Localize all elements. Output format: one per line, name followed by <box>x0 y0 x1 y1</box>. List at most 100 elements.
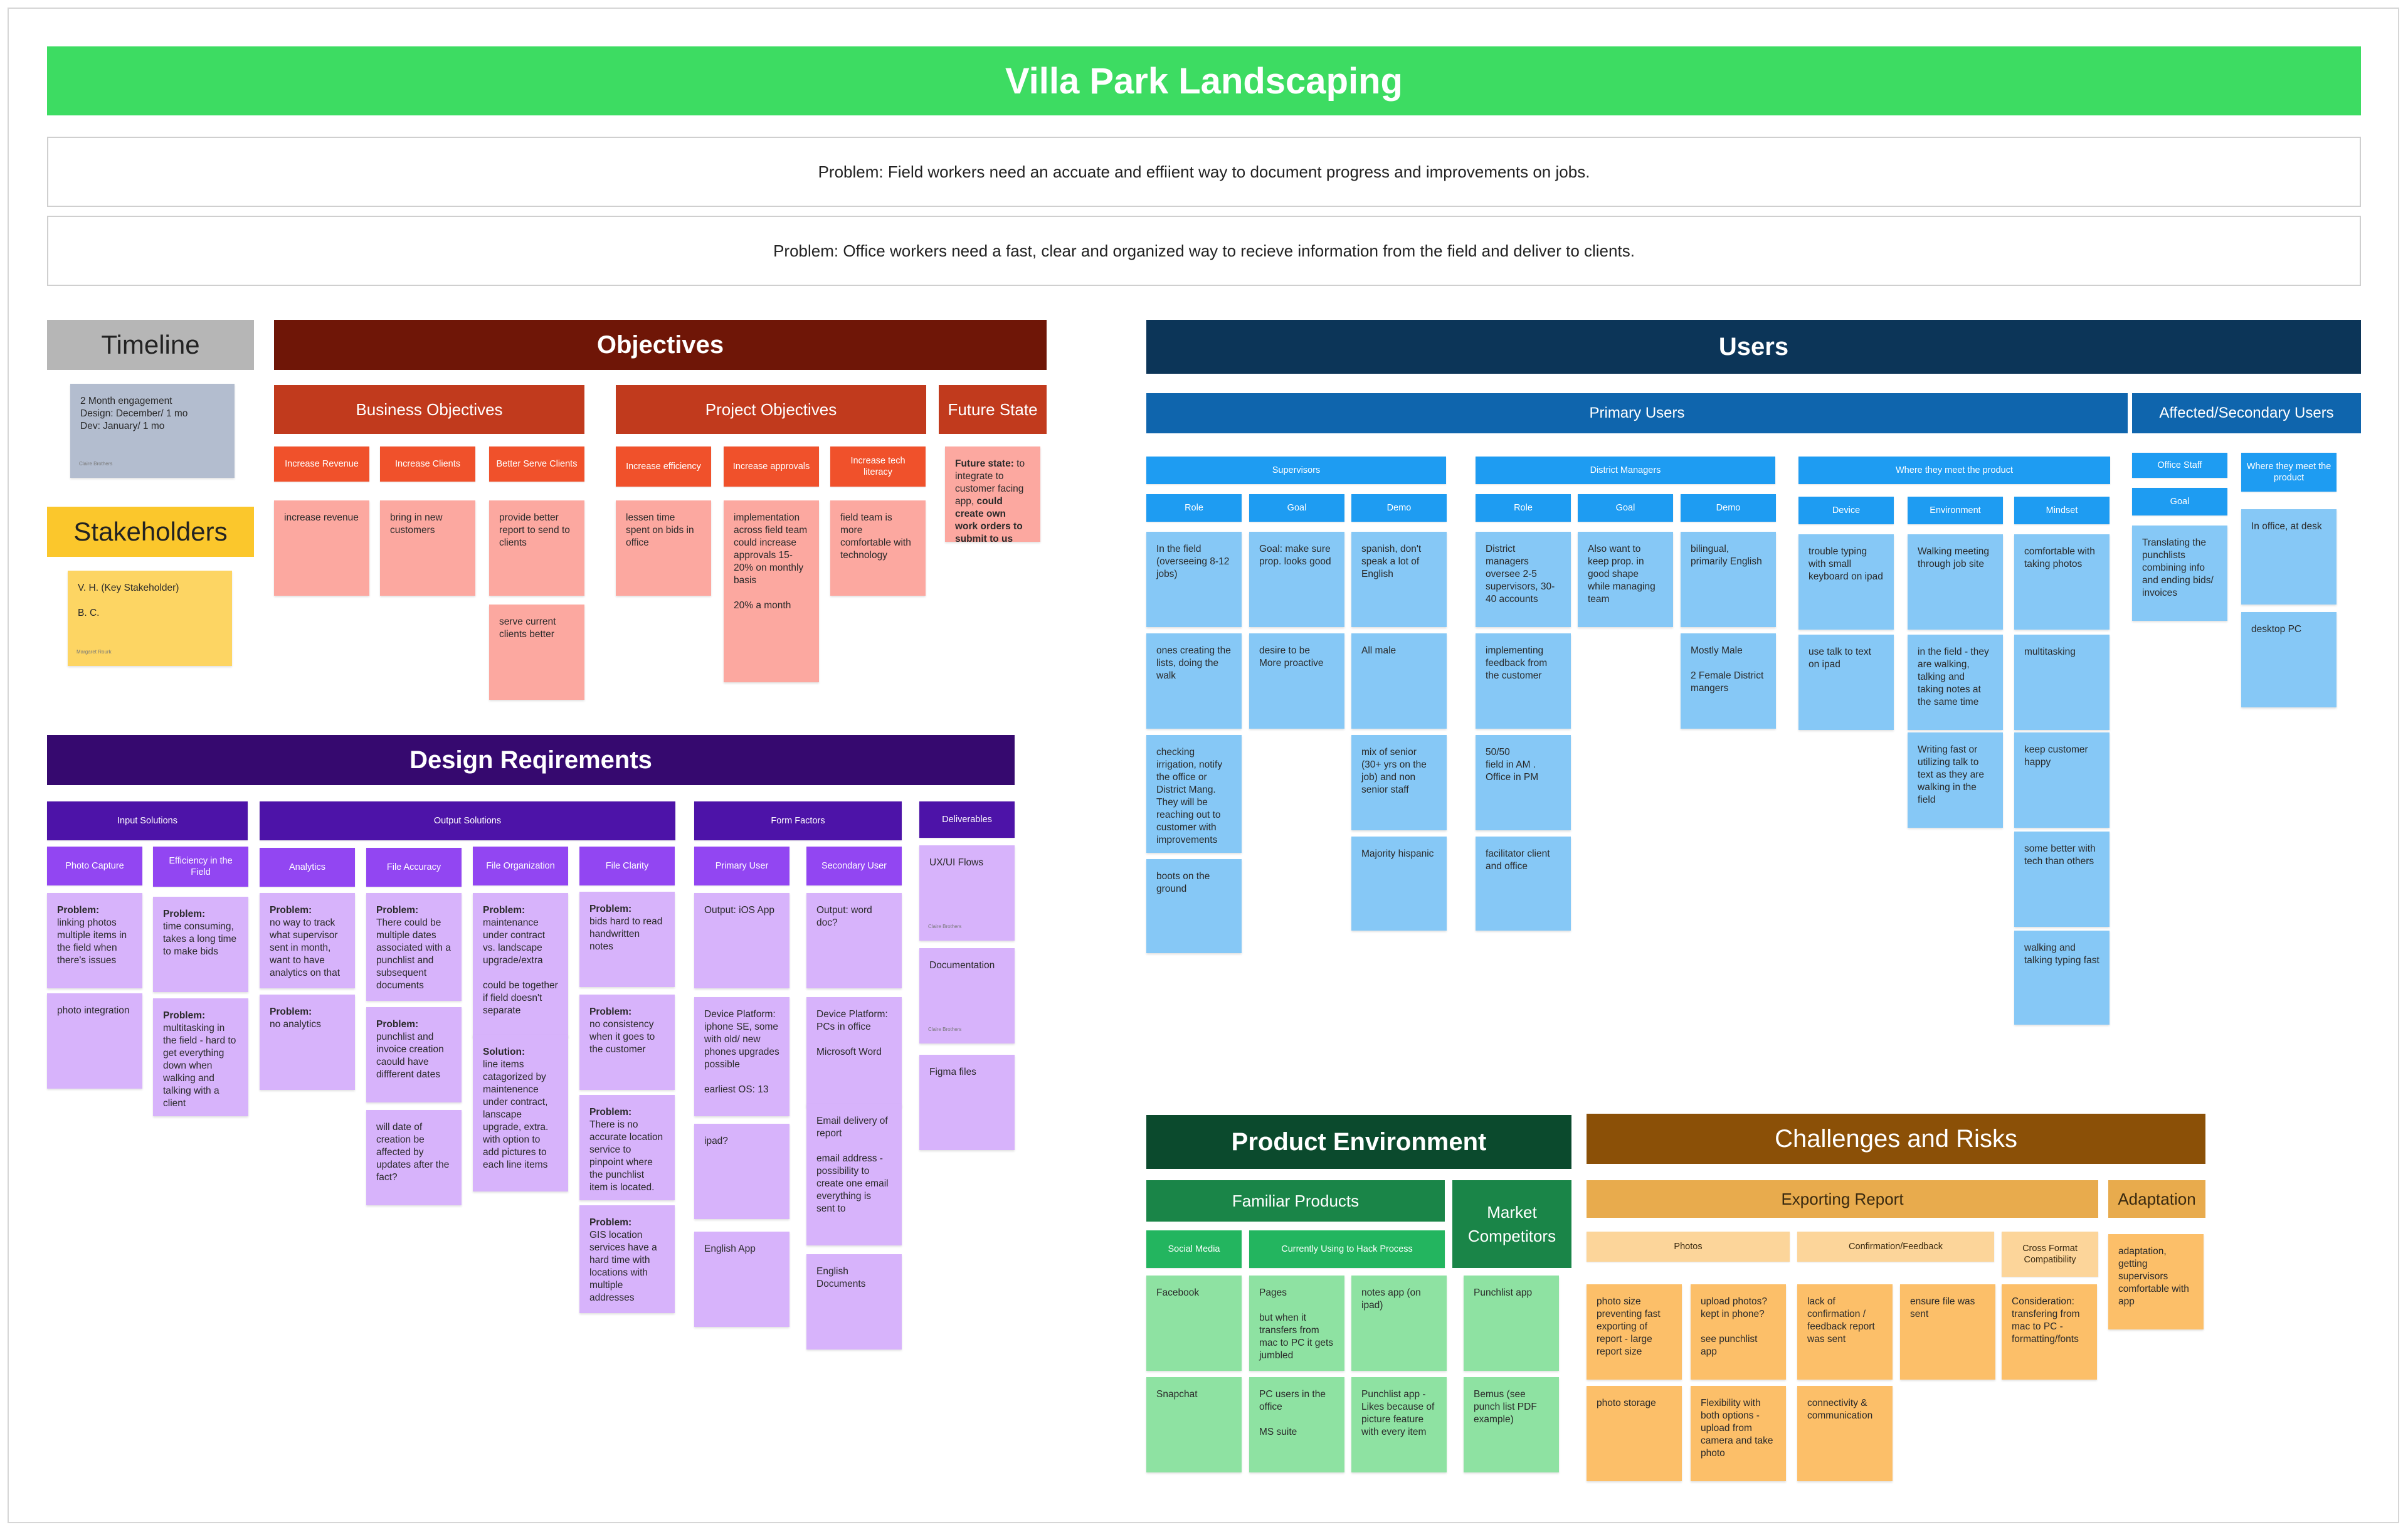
sticky-note: Consideration: transfering from mac to P… <box>2002 1284 2097 1380</box>
tag-increase-revenue: Increase Revenue <box>274 446 369 482</box>
col-device: Device <box>1798 497 1894 524</box>
note-text: no way to track what supervisor sent in … <box>270 917 341 978</box>
tag-photo-capture: Photo Capture <box>47 847 142 885</box>
note-text: There is no accurate location service to… <box>589 1119 663 1193</box>
secondary-users-header: Affected/Secondary Users <box>2132 393 2361 433</box>
tag-file-clarity: File Clarity <box>579 847 675 885</box>
note-text: multitasking in the field - hard to get … <box>163 1023 236 1109</box>
sticky-note: use talk to text on ipad <box>1798 635 1894 730</box>
col-photos: Photos <box>1587 1232 1790 1262</box>
design-requirements-header: Design Reqirements <box>47 735 1015 785</box>
timeline-note-text: 2 Month engagement Design: December/ 1 m… <box>80 396 188 431</box>
sticky-note: field team is more comfortable with tech… <box>830 500 926 596</box>
sticky-note: lack of confirmation / feedback report w… <box>1797 1284 1893 1380</box>
note-text: GIS location services have a hard time w… <box>589 1230 657 1303</box>
group-district-managers: District Managers <box>1476 457 1775 484</box>
tag-analytics: Analytics <box>260 848 355 887</box>
sticky-note: Facebook <box>1146 1276 1242 1371</box>
familiar-products-header: Familiar Products <box>1146 1180 1445 1222</box>
sticky-note: Punchlist app <box>1464 1276 1559 1371</box>
sticky-note: Problem: no way to track what supervisor… <box>260 893 355 988</box>
sticky-note: trouble typing with small keyboard on ip… <box>1798 534 1894 630</box>
sticky-note: implementation across field team could i… <box>724 500 819 682</box>
col-goal: Goal <box>2132 488 2227 515</box>
sticky-note: Flexibility with both options - upload f… <box>1691 1386 1786 1481</box>
note-bold: Problem: <box>589 1107 632 1117</box>
sticky-note: desktop PC <box>2241 612 2337 707</box>
sticky-note: Also want to keep prop. in good shape wh… <box>1578 532 1673 627</box>
sticky-note: comfortable with taking photos <box>2014 534 2110 630</box>
sticky-note: multitasking <box>2014 635 2110 730</box>
sticky-note: will date of creation be affected by upd… <box>366 1110 462 1205</box>
group-form-factors: Form Factors <box>694 801 902 840</box>
sticky-note: photo integration <box>47 993 142 1089</box>
users-header: Users <box>1146 320 2361 374</box>
market-competitors-header: Market Competitors <box>1452 1180 1571 1268</box>
challenges-risks-header: Challenges and Risks <box>1587 1114 2205 1164</box>
sticky-note: ipad? <box>694 1124 789 1219</box>
sticky-note: Problem: no consistency when it goes to … <box>579 995 675 1090</box>
sticky-note: English Documents <box>806 1254 902 1350</box>
tag-better-serve-clients: Better Serve Clients <box>489 446 584 482</box>
sticky-note: implementing feedback from the customer <box>1476 633 1571 729</box>
sticky-note: Walking meeting through job site <box>1908 534 2003 630</box>
sticky-note: Device Platform: iphone SE, some with ol… <box>694 997 789 1116</box>
sticky-note: bring in new customers <box>380 500 475 596</box>
sticky-note: Output: iOS App <box>694 893 789 988</box>
sticky-note: Problem: There is no accurate location s… <box>579 1095 675 1200</box>
col-goal: Goal <box>1249 494 1344 522</box>
sticky-note: Problem: GIS location services have a ha… <box>579 1205 675 1313</box>
note-text: time consuming, takes a long time to mak… <box>163 921 237 957</box>
note-bold: Problem: <box>270 1006 312 1017</box>
note-text: There could be multiple dates associated… <box>376 917 451 991</box>
timeline-header: Timeline <box>47 320 254 370</box>
group-where-meet-product: Where they meet the product <box>1798 457 2110 484</box>
sticky-note: Snapchat <box>1146 1377 1242 1472</box>
tag-primary-user: Primary User <box>694 847 789 885</box>
sticky-note: Problem: bids hard to read handwritten n… <box>579 892 675 987</box>
sticky-note: adaptation, getting supervisors comforta… <box>2108 1234 2204 1329</box>
note-text: bids hard to read handwritten notes <box>589 916 663 952</box>
sticky-note: PC users in the office MS suite <box>1249 1377 1344 1472</box>
timeline-note: 2 Month engagement Design: December/ 1 m… <box>70 384 235 478</box>
note-text: punchlist and invoice creation caould ha… <box>376 1032 444 1080</box>
col-environment: Environment <box>1908 497 2003 524</box>
sticky-note: Solution: line items catagorized by main… <box>473 1035 568 1191</box>
note-text: no consistency when it goes to the custo… <box>589 1019 655 1055</box>
sticky-note: lessen time spent on bids in office <box>616 500 711 596</box>
note-bold: Problem: <box>376 1019 419 1030</box>
sticky-note: Problem: There could be multiple dates a… <box>366 893 462 1001</box>
sticky-note: Problem: no analytics <box>260 995 355 1090</box>
sticky-note: spanish, don't speak a lot of English <box>1351 532 1447 627</box>
sticky-note: photo size preventing fast exporting of … <box>1587 1284 1682 1380</box>
note-bold: Problem: <box>270 905 312 916</box>
sticky-note: in the field - they are walking, talking… <box>1908 635 2003 730</box>
sticky-note: provide better report to send to clients <box>489 500 584 596</box>
col-role: Role <box>1476 494 1571 522</box>
note-bold: Future state: <box>955 458 1014 469</box>
tag-office-staff: Office Staff <box>2132 453 2227 478</box>
tag-increase-efficiency: Increase efficiency <box>616 446 711 487</box>
sticky-note: ones creating the lists, doing the walk <box>1146 633 1242 729</box>
note-author: Margaret Rourk <box>77 649 112 655</box>
tag-where-meet-product: Where they meet the product <box>2241 453 2337 492</box>
sticky-note: notes app (on ipad) <box>1351 1276 1447 1371</box>
sticky-note: Bemus (see punch list PDF example) <box>1464 1377 1559 1472</box>
adaptation-header: Adaptation <box>2108 1180 2205 1218</box>
sticky-note: All male <box>1351 633 1447 729</box>
sticky-note: increase revenue <box>274 500 369 596</box>
sticky-note: keep customer happy <box>2014 732 2110 828</box>
col-demo: Demo <box>1351 494 1447 522</box>
col-mindset: Mindset <box>2014 497 2110 524</box>
objectives-header: Objectives <box>274 320 1047 370</box>
future-state-note: Future state: to integrate to customer f… <box>945 446 1040 542</box>
note-author: Claire Brothers <box>928 924 962 929</box>
note-text: line items catagorized by maintenence un… <box>483 1059 549 1170</box>
sticky-note: Figma files <box>919 1055 1015 1150</box>
sticky-note: Goal: make sure prop. looks good <box>1249 532 1344 627</box>
col-goal: Goal <box>1578 494 1673 522</box>
sticky-note: bilingual, primarily English <box>1681 532 1776 627</box>
note-text: maintenance under contract vs. landscape… <box>483 917 558 1016</box>
